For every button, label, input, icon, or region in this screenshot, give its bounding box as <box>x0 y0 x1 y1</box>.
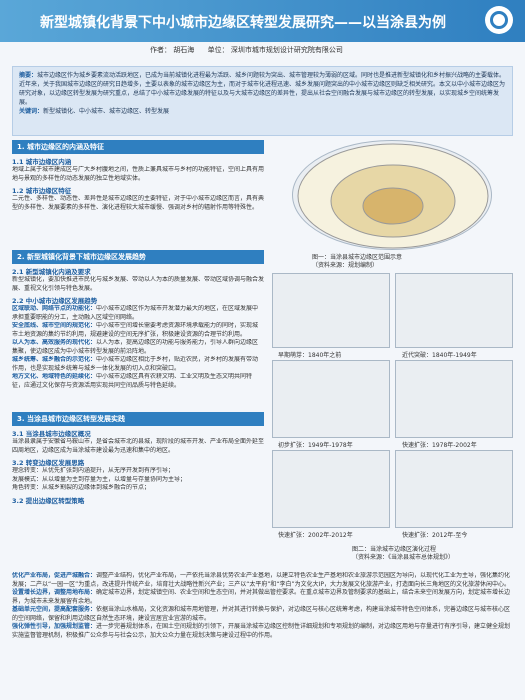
strategy-1: 优化产业布局，促进产城融合：调整产业结构，优化产业布局，一产依托当涂县优势农业产… <box>12 572 513 589</box>
section-3-3-heading: 3.2 提出边缘区转型策略 <box>12 496 85 505</box>
strategy-1-label: 优化产业布局，促进产城融合： <box>12 572 97 579</box>
map-rapid <box>272 450 390 528</box>
section-2-2-heading: 2.2 中小城市边缘区发展趋势 <box>12 297 98 305</box>
figure-1-caption: 图一：当涂县城市边缘区范围示意 <box>312 254 403 261</box>
strategy-4: 强化弹性引导，加强规划监管：进一步完善规划体系，在国土空间规划的引领下，开展当涂… <box>12 623 513 640</box>
trend-d: 城乡统筹、城乡融合的示范化：中小城市边缘区相比于乡村，贴近农民，对乡村的发展有带… <box>12 356 264 373</box>
trend-a-label: 区域联动、网络节点的功能化： <box>12 305 97 312</box>
section-3-heading: 3. 当涂县城市边缘区转型发展实践 <box>12 412 264 426</box>
section-1-1-text: 地域上属于城市建成区与广大乡村腹地之间，性质上兼具城市与乡村的功能特征，空间上具… <box>12 166 264 182</box>
affiliation: 单位： 深圳市城市规划设计研究院有限公司 <box>207 46 343 54</box>
strategy-4-text: 进一步完善规划体系，在国土空间规划的引领下，开展当涂城市边缘区控制性详细规划和专… <box>12 623 511 639</box>
map-rapid-caption: 快速扩张：2002年-2012年 <box>278 532 353 539</box>
strategy-3-label: 基础单元空间，提高配套服务： <box>12 606 97 613</box>
title-banner: 新型城镇化背景下中小城市边缘区转型发展研究——以当涂县为例 <box>0 0 525 42</box>
figure-2-caption: 图二：当涂城市边缘区演化过程 <box>352 546 437 553</box>
trend-d-text: 中小城市边缘区相比于乡村，贴近农民，对乡村的发展有带动作用，也是实现城乡统筹与城… <box>12 356 259 372</box>
map-new-caption: 快速扩张：2012年-至今 <box>402 532 468 539</box>
section-2: 2. 新型城镇化背景下城市边缘区发展趋势 2.1 新型城镇化内涵及要求 新型城镇… <box>12 250 264 408</box>
section-1: 1. 城市边缘区的内涵及特征 1.1 城市边缘区内涵 地域上属于城市建成区与广大… <box>12 140 264 248</box>
map-early <box>272 273 390 348</box>
trend-e-label: 地方文化、地域特色的延续化： <box>12 373 97 380</box>
section-1-1-heading: 1.1 城市边缘区内涵 <box>12 158 72 166</box>
figures-column: 图一：当涂县城市边缘区范围示意 （资料来源：规划编制） 早期萌芽：1840年之前… <box>272 140 513 570</box>
strategy-2-text: 确定城市边界，划定城镇空间、农业空间和生态空间，并对其做出管控要求。在重点城市边… <box>12 589 511 605</box>
trend-e: 地方文化、地域特色的延续化：中小城市边缘区具有农耕文明、工业文明及生态文明共同特… <box>12 373 264 390</box>
trend-a: 区域联动、网络节点的功能化：中小城市边缘区作为城市开发潜力最大的地区，在区域发展… <box>12 305 264 322</box>
trend-b-text: 中小城市空间增长需要考虑资源环境承载能力的同时，实现城市土地资源的集约节约利用，… <box>12 322 259 338</box>
trend-c-text: 以人为本，提高边缘区的功能与服务能力，引导人群向边缘区集聚，使边缘区成为中小城市… <box>12 339 259 355</box>
section-3: 3. 当涂县城市边缘区转型发展实践 3.1 当涂县城市边缘区概况 当涂县隶属于安… <box>12 412 264 570</box>
abstract-text: 城市边缘区作为城乡要素流动活跃地区，已成为当前城镇化进程最为活跃、城乡问题较为突… <box>19 72 506 106</box>
author: 作者： 胡石海 <box>150 46 195 54</box>
strategy-4-label: 强化弹性引导，加强规划监管： <box>12 623 97 630</box>
shift-a: 理念转变：从优先扩张到内涵提升，从无序开发到有序引导； <box>12 467 175 474</box>
trend-e-text: 中小城市边缘区具有农耕文明、工业文明及生态文明共同特征，应通过文化保存与资源活用… <box>12 373 253 389</box>
section-3-2-heading: 3.2 转变边缘区发展思路 <box>12 459 85 467</box>
poster-title: 新型城镇化背景下中小城市边缘区转型发展研究——以当涂县为例 <box>40 15 446 31</box>
trend-a-text: 中小城市边缘区作为城市开发潜力最大的地区，在区域发展中承担重要职能的分工，主动融… <box>12 305 259 321</box>
author-line: 作者： 胡石海 单位： 深圳市城市规划设计研究院有限公司 <box>150 45 343 55</box>
trend-d-label: 城乡统筹、城乡融合的示范化： <box>12 356 97 363</box>
map-fast-caption: 快速扩张：1978年-2002年 <box>402 442 477 449</box>
strategies: 优化产业布局，促进产城融合：调整产业结构，优化产业布局，一产依托当涂县优势农业产… <box>12 572 513 692</box>
section-2-heading: 2. 新型城镇化背景下城市边缘区发展趋势 <box>12 250 264 264</box>
strategy-1-text: 调整产业结构，优化产业布局，一产依托当涂县优势农业产业基地，以建立特色农业生产基… <box>12 572 511 588</box>
map-initial <box>272 360 390 438</box>
map-new <box>395 450 513 528</box>
section-3-1-heading: 3.1 当涂县城市边缘区概况 <box>12 430 91 438</box>
section-1-2-text: 二元性、多样性、动态性、差异性是城市边缘区的主要特征，对于中小城市边缘区而言，具… <box>12 195 264 211</box>
section-1-2-heading: 1.2 城市边缘区特征 <box>12 187 72 195</box>
abstract-box: 摘要：城市边缘区作为城乡要素流动活跃地区，已成为当前城镇化进程最为活跃、城乡问题… <box>12 66 513 136</box>
map-early-caption: 早期萌芽：1840年之前 <box>278 352 342 359</box>
strategy-3-text: 依据当涂山水格局，文化资源和城市用地管理，并对其进行转换与保护，对边缘区与核心区… <box>12 606 511 622</box>
map-fast <box>395 360 513 438</box>
strategy-2: 设置增长边界，调整用地布局：确定城市边界，划定城镇空间、农业空间和生态空间，并对… <box>12 589 513 606</box>
trend-c-label: 以人为本、高效服务的现代化： <box>12 339 97 346</box>
shift-c: 角色转变：从城乡割裂的边缘体到城乡融合的节点； <box>12 484 151 491</box>
section-3-1-text: 当涂县隶属于安徽省马鞍山市，是省会城市北的县城，现阶段的城市开发、产业布局全面外… <box>12 438 264 454</box>
figure-1-edge-zone-diagram <box>292 140 492 250</box>
trend-b-label: 安全底线、城市空间的规范化： <box>12 322 97 329</box>
figure-2-source: （资料来源：《当涂县城市总体规划》） <box>352 554 455 561</box>
figure-1-source: （资料来源：规划编制） <box>312 262 379 269</box>
shift-b: 发展模式：从以增量为主到存量为主，以增量与存量协同为主导； <box>12 475 187 483</box>
keywords-label: 关键词： <box>19 108 44 115</box>
section-1-heading: 1. 城市边缘区的内涵及特征 <box>12 140 264 154</box>
section-2-1-text: 新型城镇化，要加快推进市民化与城乡发展、带动以人为本的质量发展、带动区域协调与融… <box>12 276 264 292</box>
trend-c: 以人为本、高效服务的现代化：以人为本，提高边缘区的功能与服务能力，引导人群向边缘… <box>12 339 264 356</box>
institute-logo-icon <box>485 6 513 34</box>
edge-zone-rings <box>297 143 489 249</box>
strategy-3: 基础单元空间，提高配套服务：依据当涂山水格局，文化资源和城市用地管理，并对其进行… <box>12 606 513 623</box>
section-2-1-heading: 2.1 新型城镇化内涵及要求 <box>12 268 91 276</box>
keywords-text: 新型城镇化、中小城市、城市边缘区、转型发展 <box>43 108 170 115</box>
abstract-label: 摘要： <box>19 72 38 79</box>
map-modern <box>395 273 513 348</box>
map-modern-caption: 近代突破：1840年-1949年 <box>402 352 477 359</box>
trend-b: 安全底线、城市空间的规范化：中小城市空间增长需要考虑资源环境承载能力的同时，实现… <box>12 322 264 339</box>
strategy-2-label: 设置增长边界，调整用地布局： <box>12 589 97 596</box>
map-initial-caption: 初步扩张：1949年-1978年 <box>278 442 353 449</box>
